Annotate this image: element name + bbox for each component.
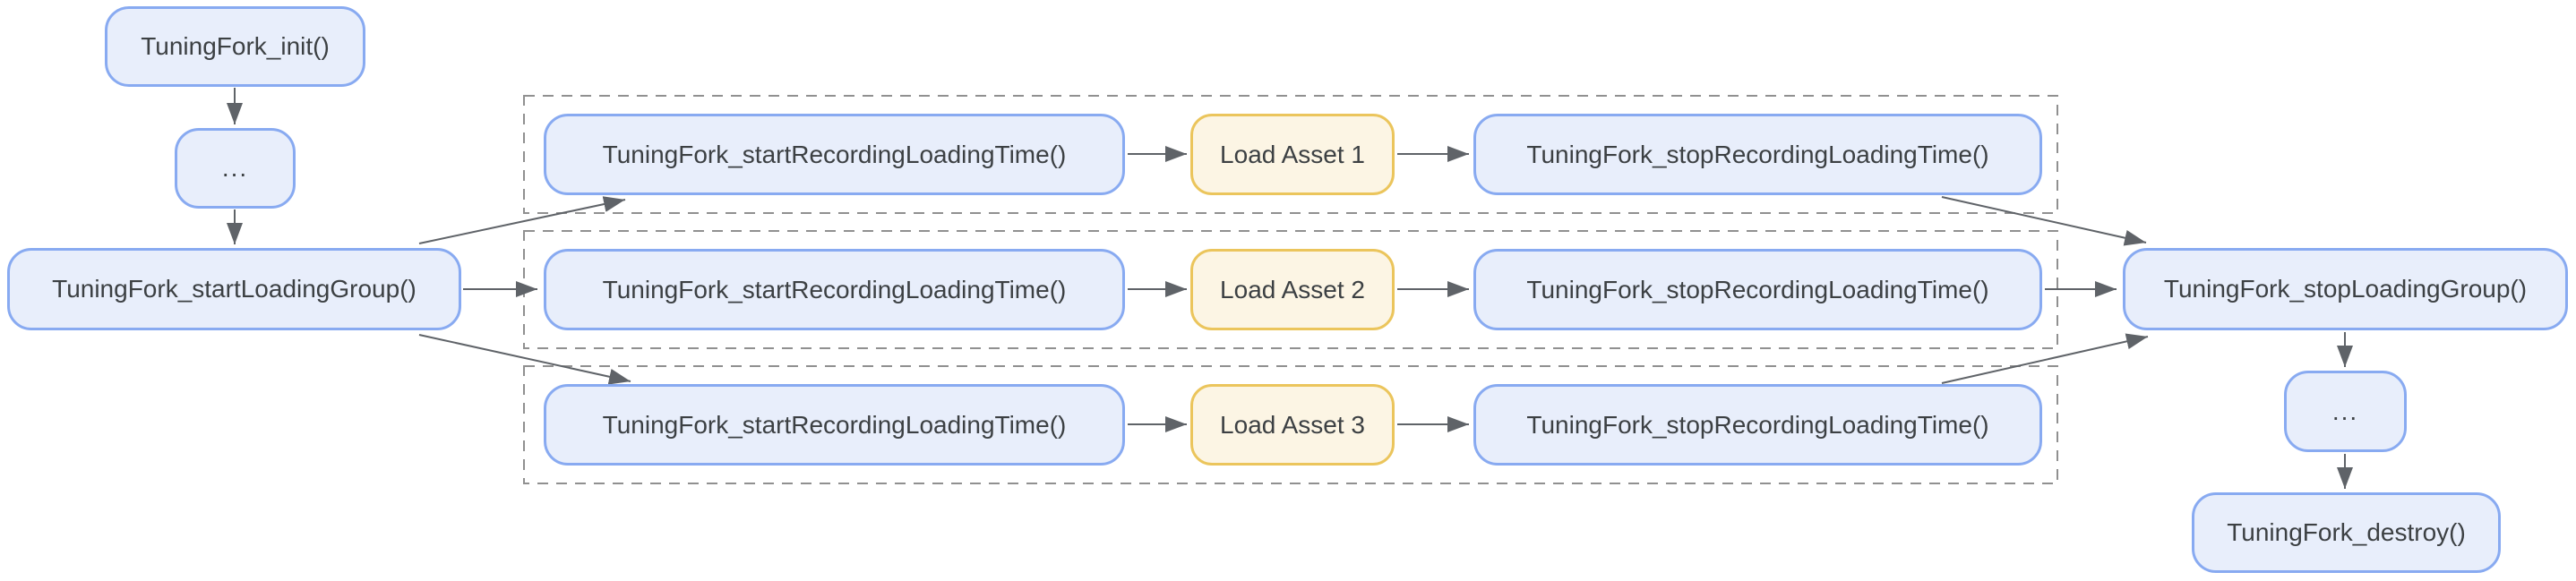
- node-tuningfork-destroy: TuningFork_destroy(): [2192, 492, 2501, 573]
- node-row1-stop-recording: TuningFork_stopRecordingLoadingTime(): [1473, 114, 2042, 195]
- node-row1-start-recording: TuningFork_startRecordingLoadingTime(): [544, 114, 1125, 195]
- node-stop-loading-group: TuningFork_stopLoadingGroup(): [2123, 248, 2568, 330]
- edge-row1-to-stop-group: [1941, 196, 2147, 246]
- edge-start-group-to-row3: [418, 334, 631, 385]
- node-start-loading-group: TuningFork_startLoadingGroup(): [7, 248, 461, 330]
- edge-row3-to-stop-group: [1941, 333, 2149, 384]
- node-row3-start-recording: TuningFork_startRecordingLoadingTime(): [544, 384, 1125, 466]
- node-row3-stop-recording: TuningFork_stopRecordingLoadingTime(): [1473, 384, 2042, 466]
- node-row1-load-asset: Load Asset 1: [1190, 114, 1395, 195]
- node-ellipsis-top: ...: [175, 128, 296, 209]
- node-ellipsis-bottom: ...: [2284, 371, 2407, 452]
- node-tuningfork-init: TuningFork_init(): [105, 6, 365, 87]
- asset-group-box-3: [523, 365, 2058, 484]
- asset-group-box-1: [523, 95, 2058, 214]
- node-row3-load-asset: Load Asset 3: [1190, 384, 1395, 466]
- node-row2-stop-recording: TuningFork_stopRecordingLoadingTime(): [1473, 249, 2042, 330]
- node-row2-load-asset: Load Asset 2: [1190, 249, 1395, 330]
- edge-start-group-to-row1: [418, 196, 626, 244]
- node-row2-start-recording: TuningFork_startRecordingLoadingTime(): [544, 249, 1125, 330]
